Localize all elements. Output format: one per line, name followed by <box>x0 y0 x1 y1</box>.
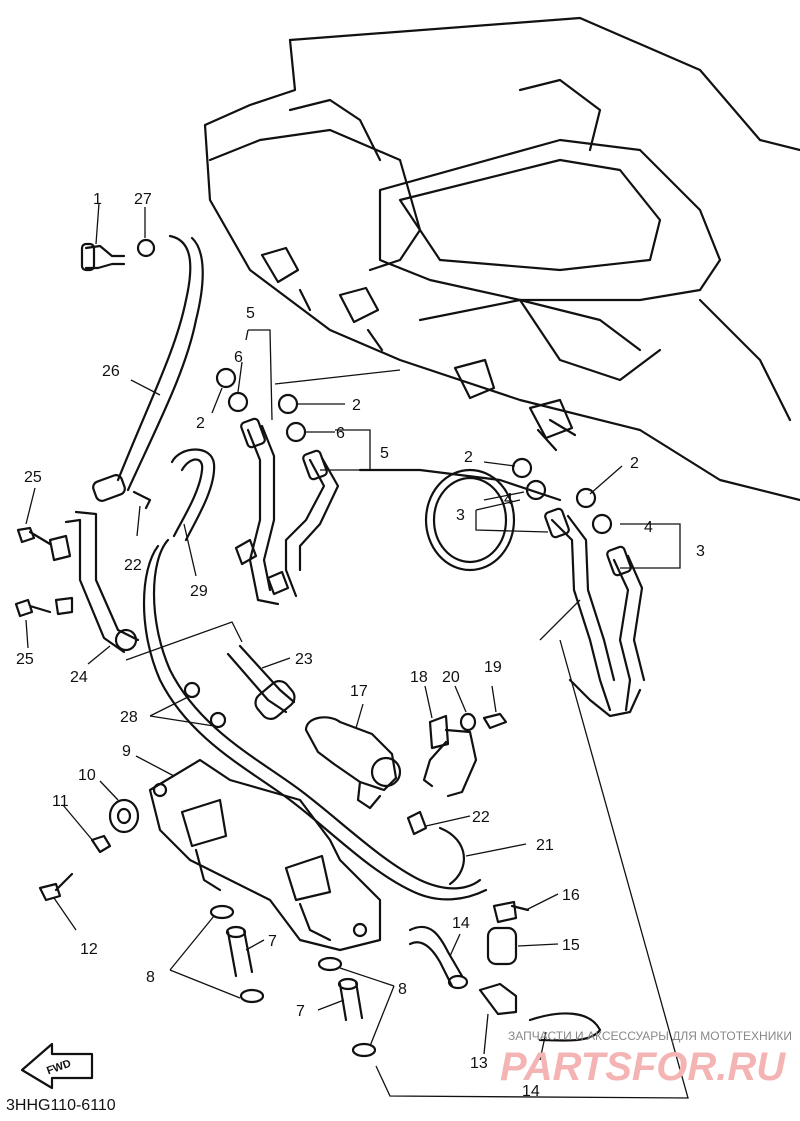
callout-7: 7 <box>296 1003 305 1020</box>
callout-8: 8 <box>398 981 407 998</box>
callout-5: 5 <box>246 305 255 322</box>
callout-21: 21 <box>536 837 554 854</box>
part-7-hose-right <box>338 980 364 1022</box>
callout-3: 3 <box>456 507 465 524</box>
part-7-hose-left <box>226 928 254 978</box>
part-25-bolt-lower <box>14 598 52 618</box>
callout-17: 17 <box>350 683 368 700</box>
part-16-clip <box>492 900 530 924</box>
callout-2: 2 <box>196 415 205 432</box>
part-14-hose-upper <box>408 925 464 988</box>
callout-19: 19 <box>484 659 502 676</box>
callout-7: 7 <box>268 933 277 950</box>
leader-lines <box>25 202 689 1099</box>
callout-25: 25 <box>16 651 34 668</box>
callout-22: 22 <box>124 557 142 574</box>
callout-6: 6 <box>336 425 345 442</box>
part-9-assembly <box>148 758 382 952</box>
callout-16: 16 <box>562 887 580 904</box>
callout-3: 3 <box>696 543 705 560</box>
callout-12: 12 <box>80 941 98 958</box>
callout-20: 20 <box>442 669 460 686</box>
part-25-bolt-upper <box>16 526 52 546</box>
callout-27: 27 <box>134 191 152 208</box>
callout-1: 1 <box>93 191 102 208</box>
part-13-joint <box>478 982 518 1016</box>
callout-5: 5 <box>380 445 389 462</box>
callout-13: 13 <box>470 1055 488 1072</box>
callout-14: 14 <box>522 1083 540 1100</box>
part-14-hose-lower <box>528 1012 602 1042</box>
part-27-oring <box>136 238 156 258</box>
callout-2: 2 <box>464 449 473 466</box>
cover-plug-circle <box>424 468 516 572</box>
part-22-clamp-upper <box>132 490 152 510</box>
callout-labels: 1 27 26 5 6 2 2 6 5 25 22 29 25 24 23 28… <box>16 191 705 1100</box>
callout-29: 29 <box>190 583 208 600</box>
callout-2: 2 <box>352 397 361 414</box>
callout-24: 24 <box>70 669 88 686</box>
part-1-elbow <box>84 244 126 270</box>
part-20-washer <box>459 712 477 732</box>
part-29-hose <box>170 448 216 542</box>
part-15-hose <box>486 926 518 966</box>
callout-18: 18 <box>410 669 428 686</box>
part-5-pipe <box>246 424 280 606</box>
engine-outline <box>288 16 800 152</box>
callout-9: 9 <box>122 743 131 760</box>
part-21-hose <box>142 538 488 901</box>
part-12-bolt <box>38 872 74 902</box>
callout-4: 4 <box>644 519 653 536</box>
watermark-tagline: ЗАПЧАСТИ И АКСЕССУАРЫ ДЛЯ МОТОТЕХНИКИ <box>508 1029 792 1043</box>
cylinder-head-cover <box>378 138 722 302</box>
callout-22: 22 <box>472 809 490 826</box>
callout-2: 2 <box>630 455 639 472</box>
callout-28: 28 <box>120 709 138 726</box>
fwd-arrow-icon <box>20 1042 94 1090</box>
callout-23: 23 <box>295 651 313 668</box>
part-23-hose <box>226 644 296 714</box>
callout-14: 14 <box>452 915 470 932</box>
part-18-bracket <box>428 714 450 750</box>
part-19-bolt <box>482 712 508 730</box>
callout-10: 10 <box>78 767 96 784</box>
callout-4: 4 <box>504 491 513 508</box>
callout-25: 25 <box>24 469 42 486</box>
callout-11: 11 <box>52 793 69 810</box>
part-3-pipe <box>550 514 616 712</box>
part-24-pipe <box>64 510 140 654</box>
callout-8: 8 <box>146 969 155 986</box>
watermark-brand: PARTSFOR.RU <box>500 1045 786 1089</box>
part-17-valve <box>304 716 398 792</box>
part-10-grommet <box>108 798 140 834</box>
callout-26: 26 <box>102 363 120 380</box>
callout-15: 15 <box>562 937 580 954</box>
fwd-label: FWD <box>45 1058 73 1078</box>
part-26-hose <box>116 234 204 492</box>
callout-6: 6 <box>234 349 243 366</box>
part-11-collar <box>90 834 112 854</box>
diagram-code: 3HHG110-6110 <box>6 1097 116 1114</box>
